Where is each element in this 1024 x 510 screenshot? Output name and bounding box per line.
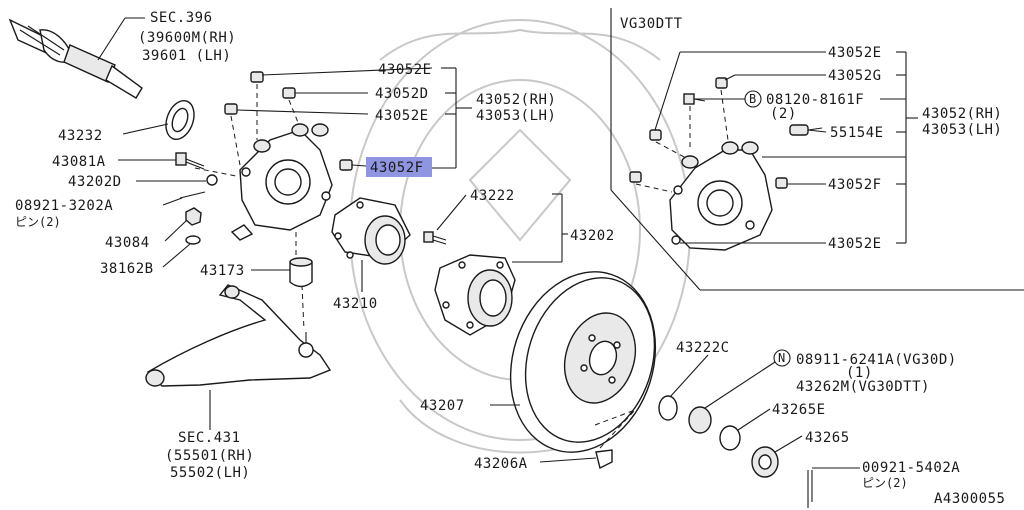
bushing-icon [629,171,642,183]
label-43202: 43202 [570,228,615,244]
castle-nut-icon [751,446,779,478]
label-43262m: 43262M(VG30DTT) [796,379,930,395]
label-43265: 43265 [805,430,850,446]
bushing-icon [649,129,662,141]
label-43207: 43207 [420,398,465,414]
label-pin2-b: ピン(2) [862,476,908,490]
label-v-43052rh: 43052(RH) [922,106,1002,122]
vg30dtt-inset-frame [610,8,1024,291]
wheel-hub-icon [434,254,516,336]
label-v-43052g: 43052G [828,68,882,84]
label-55501: (55501(RH) [165,448,254,464]
label-43222: 43222 [470,188,515,204]
label-43084: 43084 [105,235,150,251]
label-55502: 55502(LH) [170,465,250,481]
label-v-55154e: 55154E [830,125,884,141]
part-labels: SEC.396 (39600M(RH) 39601 (LH) 43232 430… [15,10,1005,507]
label-b-symbol: B [749,92,756,106]
guide-lines [194,84,305,331]
label-08921-3202a: 08921-3202A [15,198,113,214]
label-43052d: 43052D [375,86,429,102]
small-washer-icon [185,235,201,245]
n-symbol-circle [773,349,791,367]
label-43052rh: 43052(RH) [476,92,556,108]
label-39600m: (39600M(RH) [138,30,236,46]
label-sec431: SEC.431 [178,430,241,446]
label-v-43052e-top: 43052E [828,45,882,61]
lower-arm-icon [145,284,332,387]
hub-bolt-icon [423,231,447,245]
sensor-55154e-icon [789,124,823,136]
label-v-43052f: 43052F [828,177,882,193]
label-43052f: 43052F [370,160,424,176]
label-v-43053lh: 43053(LH) [922,122,1002,138]
b-symbol-circle [744,90,762,108]
washer-icon [206,174,218,186]
label-n-symbol: N [778,351,785,365]
bearing-housing-icon [331,197,411,265]
washer-43222c-icon [658,395,678,421]
drive-shaft-icon [8,18,143,99]
washer-43265e-icon [719,425,741,451]
bushing-icon [775,177,788,189]
label-figure-code: A4300055 [934,491,1005,507]
knuckle-icon [230,123,333,241]
nut-icon [185,207,202,226]
label-vg30dtt: VG30DTT [620,16,683,32]
brake-rotor-icon [509,271,657,453]
bushing-icon [715,77,728,89]
label-v-08120: 08120-8161F [766,92,864,108]
bushing-icon [224,103,238,115]
label-00921: 00921-5402A [862,460,960,476]
label-43173: 43173 [200,263,245,279]
label-43232: 43232 [58,128,103,144]
label-43222c: 43222C [676,340,730,356]
bushing-icon [339,159,353,171]
label-43206a: 43206A [474,456,528,472]
bushing-icon [250,71,264,83]
label-43052e-2: 43052E [375,108,429,124]
label-39601: 39601 (LH) [142,48,231,64]
lock-nut-icon [688,406,712,434]
label-v-qty2: (2) [770,106,797,122]
label-08911: 08911-6241A(VG30D) [796,352,957,368]
label-38162b: 38162B [100,261,154,277]
guide-lines-inset [635,89,729,193]
leader-lines [97,17,918,469]
rotor-screw-icon [594,409,636,470]
label-43202d: 43202D [68,174,122,190]
bolt-icon [175,152,205,170]
label-pin2-a: ピン(2) [15,215,61,229]
label-43210: 43210 [333,296,378,312]
label-sec396: SEC.396 [150,10,213,26]
label-v-43052e-bot: 43052E [828,236,882,252]
label-qty1: (1) [846,365,873,381]
bushing-icon [282,87,296,99]
label-43081a: 43081A [52,154,106,170]
label-43265e: 43265E [772,402,826,418]
oil-seal-icon [165,99,195,141]
cotter-pin-icon [179,191,206,199]
bushing-43173-icon [289,257,313,288]
label-43052e-1: 43052E [378,62,432,78]
highlight-box [366,157,432,177]
vg30dtt-knuckle-icon [669,141,773,251]
label-43053lh: 43053(LH) [476,108,556,124]
